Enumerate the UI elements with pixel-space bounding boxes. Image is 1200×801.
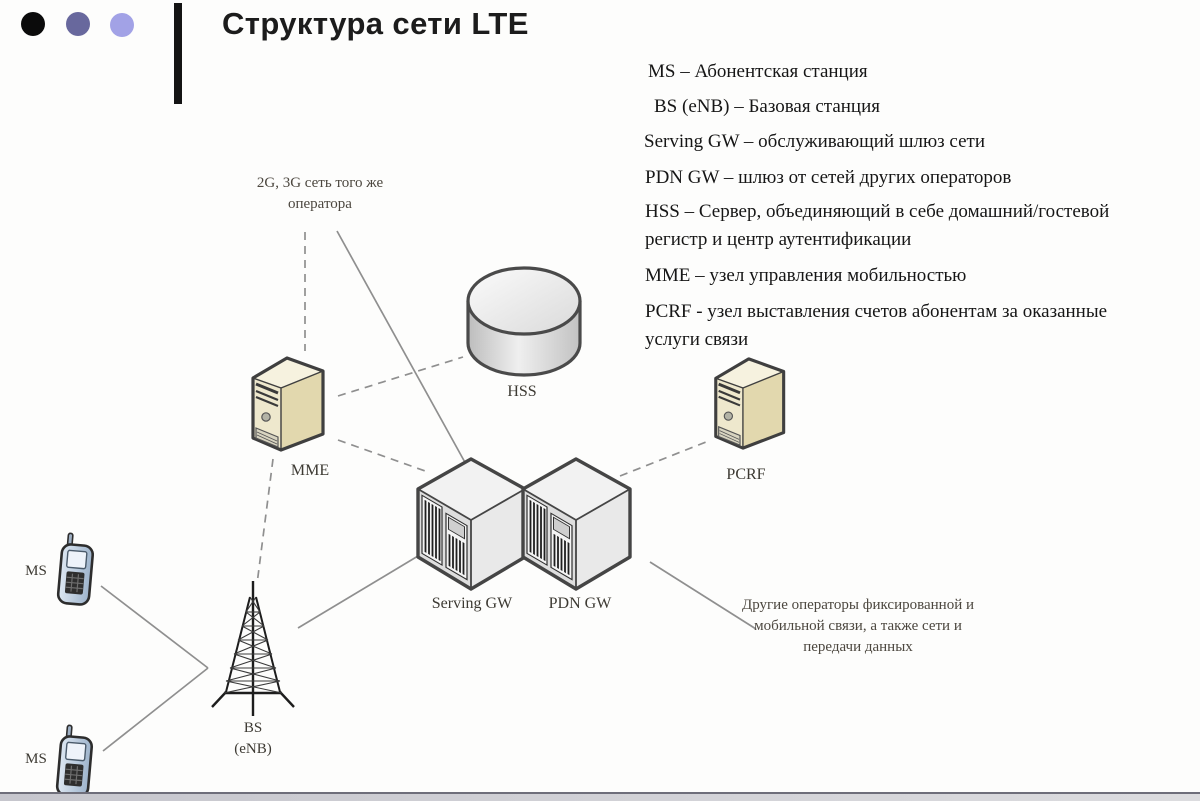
ms-label-top: MS — [25, 563, 47, 579]
link-pdngw-otherops — [649, 561, 757, 630]
decor-dot-1 — [21, 12, 45, 36]
legend-item-ms: MS – Абонентская станция — [648, 61, 868, 82]
link-bs-servinggw — [297, 555, 419, 629]
legend-item-hss: HSS – Сервер, объединяющий в себе домашн… — [645, 201, 1110, 250]
pdn-gw-rack-icon — [521, 457, 632, 591]
ms-label-bottom: MS — [25, 751, 47, 767]
pcrf-server-icon — [714, 357, 786, 450]
serving-gw-rack-icon — [416, 457, 527, 591]
link-ms2-bs — [102, 667, 209, 752]
title-divider-bar — [174, 3, 182, 104]
bs-label-line1: BS — [243, 720, 263, 736]
legend-item-serving: Serving GW – обслуживающий шлюз сети — [644, 131, 985, 152]
connection-lines — [100, 230, 757, 752]
decor-dot-3 — [110, 13, 134, 37]
hss-database-icon — [466, 266, 582, 377]
link-mme-hss-dashed — [337, 356, 464, 397]
pcrf-label: PCRF — [726, 466, 766, 483]
ms-phone-icon-bottom — [55, 723, 95, 799]
annotation-same-operator-network: 2G, 3G сеть того же оператора — [256, 175, 384, 212]
legend-item-pdn: PDN GW – шлюз от сетей других операторов — [645, 167, 1012, 188]
hss-label: HSS — [507, 383, 537, 400]
slide-footer-bar — [0, 792, 1200, 801]
ms-phone-icon-top — [56, 531, 96, 607]
link-2g3g-servinggw — [336, 230, 468, 467]
decor-dot-2 — [66, 12, 90, 36]
legend-item-bs: BS (eNB) – Базовая станция — [654, 96, 880, 117]
annotation-other-operators: Другие операторы фиксированной и мобильн… — [741, 597, 974, 655]
link-mme-servinggw-dashed — [337, 439, 429, 473]
serving-gw-label: Serving GW — [431, 595, 513, 612]
pdn-gw-label: PDN GW — [548, 595, 612, 612]
mme-label: MME — [290, 462, 330, 479]
link-pdngw-pcrf-dashed — [619, 441, 707, 477]
bs-label-line2: (eNB) — [234, 741, 272, 757]
legend-item-pcrf: PCRF - узел выставления счетов абонентам… — [645, 301, 1108, 350]
bs-tower-icon — [211, 581, 295, 716]
link-ms1-bs — [100, 585, 209, 669]
legend-item-mme: MME – узел управления мобильностью — [645, 265, 967, 286]
slide-title: Структура сети LTE — [222, 6, 529, 41]
mme-server-icon — [251, 356, 325, 452]
bs-label: BS (eNB) — [203, 718, 303, 760]
link-mme-bs-dashed — [256, 458, 274, 585]
